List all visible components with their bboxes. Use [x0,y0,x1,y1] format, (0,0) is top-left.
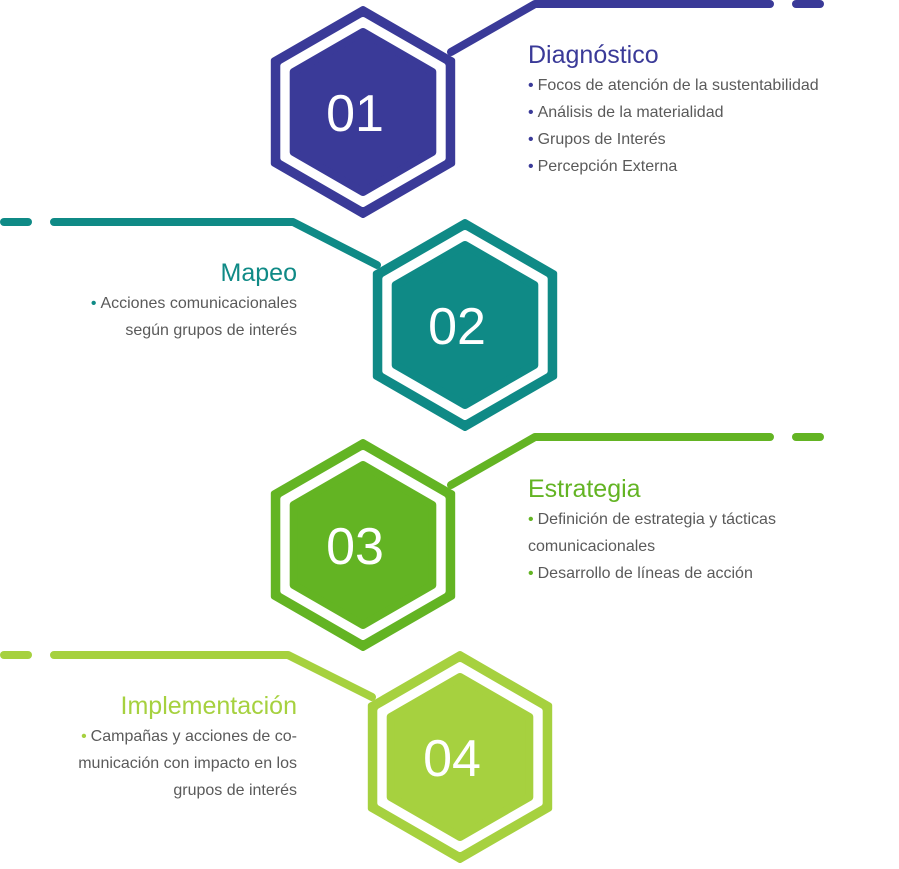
step-3-number: 03 [326,518,384,576]
list-item: •Grupos de Interés [528,131,666,148]
step-4-number: 04 [423,730,481,788]
step-4-hexagon-inner [386,673,534,841]
list-item: •Análisis de la materialidad [528,104,724,121]
step-3-connector-line [447,433,774,489]
step-3-text: Estrategia •Definición de estrategia y t… [528,474,868,587]
step-2-text: Mapeo •Acciones comunicacionales según g… [20,258,297,344]
bullet-icon: • [528,104,534,121]
list-item: •Acciones comunicacionales según grupos … [90,295,297,339]
bullet-icon: • [528,565,534,582]
step-1-title: Diagnóstico [528,41,659,69]
step-3-hexagon-inner [289,461,437,629]
step-2-title: Mapeo [220,259,297,287]
step-4-text: Implementación •Campañas y acciones de c… [20,691,297,804]
bullet-icon: • [528,77,534,94]
step-4-connector-line [50,651,376,701]
step-1-text: Diagnóstico •Focos de atención de la sus… [528,40,868,180]
step-3-title: Estrategia [528,475,641,503]
step-1-list: •Focos de atención de la sustentabilidad… [528,72,868,180]
bullet-icon: • [90,295,97,312]
bullet-icon: • [528,511,534,528]
step-1-number: 01 [326,85,384,143]
list-item: •Percepción Externa [528,158,678,175]
step-1-connector-line [447,0,774,56]
step-2-hexagon-inner [391,241,539,409]
bullet-icon: • [528,131,534,148]
step-4-list: •Campañas y acciones de co- municación c… [20,723,297,804]
bullet-icon: • [528,158,534,175]
list-item: •Campañas y acciones de co- municación c… [78,728,297,799]
list-item: •Definición de estrategia y tácticas com… [528,511,776,555]
step-2-connector-line [50,218,381,269]
step-2-list: •Acciones comunicacionales según grupos … [20,290,297,344]
step-1-hexagon-inner [289,28,437,196]
step-2-number: 02 [428,298,486,356]
list-item: •Focos de atención de la sustentabilidad [528,77,819,94]
list-item: •Desarrollo de líneas de acción [528,565,753,582]
step-3-list: •Definición de estrategia y tácticas com… [528,506,868,587]
bullet-icon: • [81,728,87,745]
step-4-title: Implementación [120,692,297,720]
